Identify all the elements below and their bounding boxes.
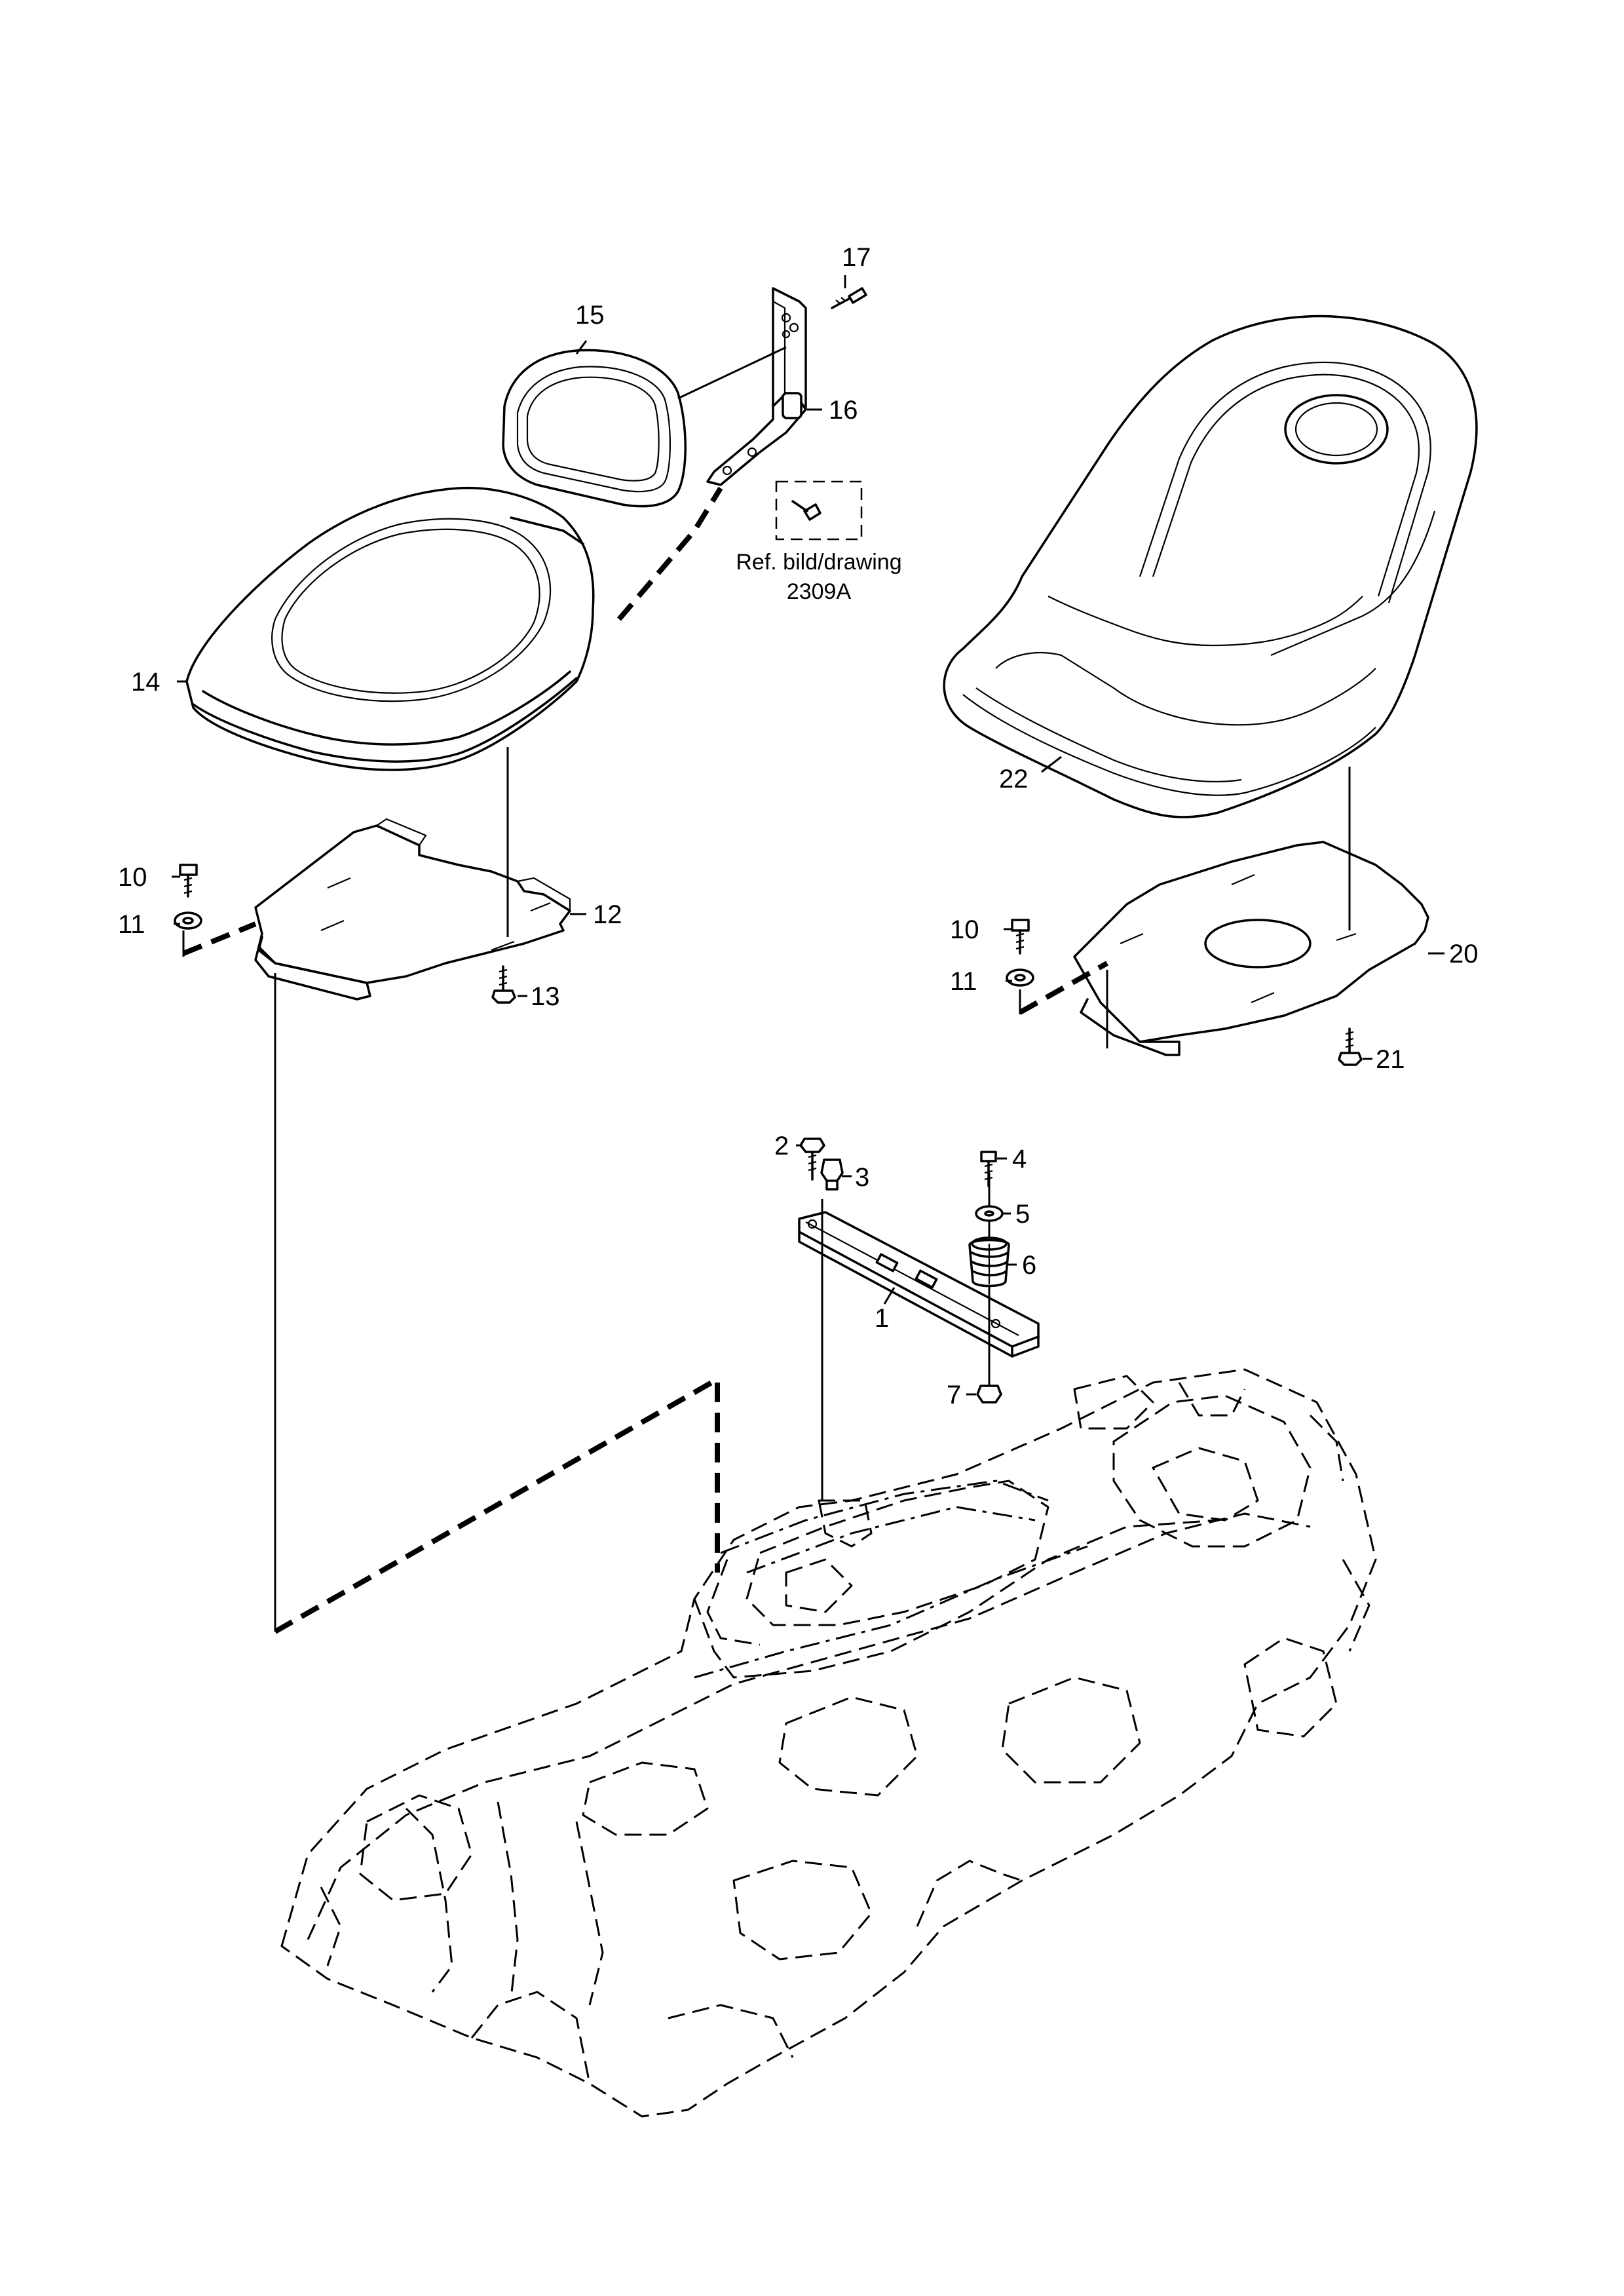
callout-10-left: 10 bbox=[118, 863, 147, 892]
plate-right-dashed-link bbox=[1019, 961, 1108, 1015]
reference-box bbox=[775, 480, 863, 541]
callout-4: 4 bbox=[1012, 1145, 1027, 1174]
callout-2: 2 bbox=[774, 1132, 789, 1160]
seat-plate-left bbox=[254, 818, 571, 1001]
seat-cushion bbox=[185, 486, 595, 771]
reference-label-line2: 2309A bbox=[787, 579, 852, 604]
screw-10-right bbox=[1011, 919, 1030, 955]
plate-chassis-dashed-link bbox=[274, 1375, 720, 1634]
callout-leaders bbox=[172, 275, 1445, 1396]
seat-with-backrest bbox=[943, 315, 1478, 818]
headrest-bracket-leader bbox=[677, 346, 787, 400]
screw-13 bbox=[491, 965, 516, 1004]
callout-5: 5 bbox=[1015, 1200, 1030, 1229]
callout-3: 3 bbox=[855, 1163, 869, 1192]
callout-11-right: 11 bbox=[950, 967, 977, 996]
screw-21 bbox=[1338, 1027, 1363, 1066]
callout-20: 20 bbox=[1449, 940, 1479, 968]
callout-13: 13 bbox=[531, 982, 560, 1011]
callout-numbers: 1 2 3 4 5 6 7 10 11 12 13 14 15 16 17 10… bbox=[118, 243, 1479, 1409]
callout-12: 12 bbox=[593, 900, 622, 929]
headrest-bracket bbox=[706, 287, 807, 486]
callout-11-left: 11 bbox=[118, 910, 145, 939]
washer-5 bbox=[975, 1205, 1004, 1222]
screw-10-left bbox=[179, 864, 198, 898]
washer-11-left bbox=[174, 911, 202, 930]
plate-left-dashed-link bbox=[182, 921, 257, 956]
callout-7: 7 bbox=[947, 1381, 961, 1409]
pin-3 bbox=[820, 1158, 844, 1191]
headrest bbox=[502, 349, 687, 508]
seat-adjust-rail bbox=[798, 1211, 1040, 1358]
spring-6 bbox=[968, 1236, 1010, 1288]
callout-16: 16 bbox=[829, 396, 858, 425]
washer-11-right bbox=[1006, 968, 1034, 987]
callout-17: 17 bbox=[842, 243, 871, 272]
ref-screw bbox=[791, 500, 821, 521]
callout-15: 15 bbox=[575, 301, 605, 330]
screw-17 bbox=[831, 287, 867, 309]
callout-6: 6 bbox=[1022, 1251, 1036, 1280]
callout-14: 14 bbox=[131, 668, 161, 697]
callout-21: 21 bbox=[1376, 1045, 1405, 1074]
chassis-phantom bbox=[280, 1368, 1377, 2118]
callout-1: 1 bbox=[875, 1304, 889, 1333]
seat-plate-right bbox=[1073, 841, 1429, 1056]
bolt-4 bbox=[980, 1151, 997, 1187]
nut-7 bbox=[976, 1385, 1002, 1404]
callout-22: 22 bbox=[999, 765, 1029, 794]
reference-label-line1: Ref. bild/drawing bbox=[736, 550, 901, 575]
callout-10-right: 10 bbox=[950, 915, 979, 944]
seat-bracket-dashed-link bbox=[616, 486, 723, 621]
